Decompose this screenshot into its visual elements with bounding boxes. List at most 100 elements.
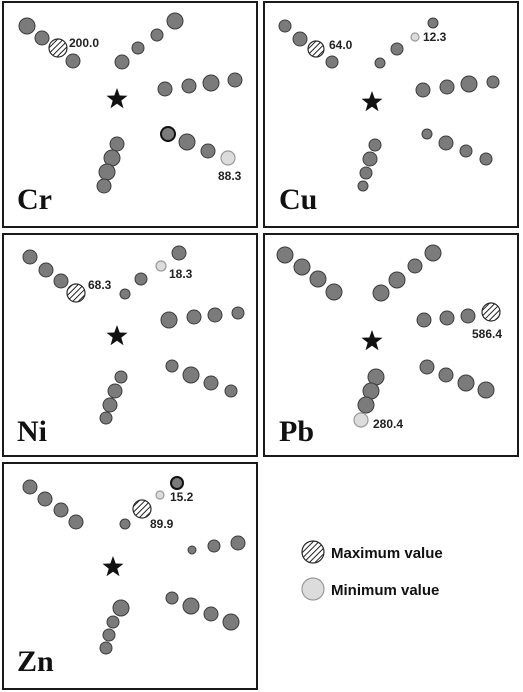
sample-point	[325, 55, 339, 69]
sample-point	[65, 53, 81, 69]
min-value-label: 15.2	[170, 490, 194, 504]
sample-point	[230, 535, 246, 551]
panel-pb: 586.4 280.4 Pb	[263, 233, 519, 457]
sample-point	[99, 411, 113, 425]
max-value-label: 586.4	[472, 327, 502, 341]
sample-points	[276, 244, 495, 414]
max-value-label: 200.0	[69, 36, 99, 50]
max-value-point	[132, 499, 152, 519]
min-value-point	[353, 412, 369, 428]
min-value-label: 18.3	[169, 267, 193, 281]
max-value-point	[481, 302, 501, 322]
sample-point	[374, 57, 386, 69]
sample-point	[293, 258, 311, 276]
element-label: Zn	[17, 645, 54, 678]
sample-point	[390, 42, 404, 56]
min-value-label: 12.3	[423, 30, 447, 44]
sample-point	[200, 143, 216, 159]
legend-item-max: Maximum value	[301, 540, 443, 564]
sample-point	[157, 81, 173, 97]
sample-point	[109, 136, 125, 152]
sample-point	[112, 599, 130, 617]
sample-point	[207, 307, 223, 323]
sample-point	[160, 126, 176, 142]
sample-point	[309, 270, 327, 288]
panel-zn: 89.9 15.2 Zn	[2, 462, 258, 690]
sample-point	[171, 245, 187, 261]
sample-point	[486, 75, 500, 89]
max-value-point	[66, 283, 86, 303]
sample-point	[18, 17, 36, 35]
source-star-icon	[106, 325, 128, 346]
sample-point	[325, 283, 343, 301]
sample-point	[96, 178, 112, 194]
sample-point	[439, 79, 455, 95]
sample-point	[165, 591, 179, 605]
sample-point	[368, 138, 382, 152]
sample-point	[186, 309, 202, 325]
sample-point	[53, 273, 69, 289]
sample-point	[22, 249, 38, 265]
sample-point	[292, 31, 308, 47]
sample-point	[114, 370, 128, 384]
sample-point	[203, 375, 219, 391]
element-label: Cu	[279, 183, 317, 216]
sample-point	[170, 476, 184, 490]
sample-point	[203, 606, 219, 622]
sample-point	[424, 244, 442, 262]
min-value-label: 88.3	[218, 169, 242, 183]
min-value-point	[155, 260, 167, 272]
sample-point	[439, 310, 455, 326]
panel-ni: 68.3 18.3 Ni	[2, 233, 258, 457]
legend-min-swatch-icon	[301, 577, 325, 601]
sample-point	[477, 381, 495, 399]
sample-point	[166, 12, 184, 30]
sample-point	[181, 78, 197, 94]
sample-point	[182, 597, 200, 615]
sample-point	[119, 518, 131, 530]
sample-point	[276, 246, 294, 264]
sample-point	[416, 312, 432, 328]
sample-point	[202, 74, 220, 92]
legend-max-swatch-icon	[301, 540, 325, 564]
sample-point	[160, 311, 178, 329]
element-label: Pb	[279, 415, 314, 448]
sample-point	[165, 359, 179, 373]
sample-point	[460, 75, 478, 93]
sample-point	[131, 41, 145, 55]
sample-point	[362, 151, 378, 167]
sample-point	[222, 613, 240, 631]
sample-point	[68, 514, 84, 530]
sample-point	[106, 615, 120, 629]
sample-point	[227, 72, 243, 88]
sample-point	[22, 479, 38, 495]
source-star-icon	[361, 330, 383, 351]
sample-point	[438, 135, 454, 151]
min-value-point	[155, 490, 165, 500]
sample-point	[388, 271, 406, 289]
source-star-icon	[102, 556, 124, 577]
sample-point	[119, 288, 131, 300]
panel-cr: 200.0 88.3 Cr	[2, 1, 258, 228]
sample-point	[114, 54, 130, 70]
sample-point	[102, 628, 116, 642]
sample-point	[99, 641, 113, 655]
sample-point	[207, 539, 221, 553]
sample-point	[457, 374, 475, 392]
sample-point	[102, 397, 118, 413]
sample-point	[182, 366, 200, 384]
sample-points	[18, 12, 243, 194]
sample-point	[37, 491, 53, 507]
sample-point	[107, 383, 123, 399]
panel-cu: 64.0 12.3 Cu	[263, 1, 519, 228]
sample-point	[134, 272, 148, 286]
sample-point	[224, 384, 238, 398]
min-value-label: 280.4	[373, 417, 403, 431]
min-value-point	[410, 32, 420, 42]
sample-point	[479, 152, 493, 166]
source-star-icon	[361, 91, 383, 112]
sample-point	[359, 166, 373, 180]
sample-point	[407, 258, 423, 274]
sample-point	[438, 367, 454, 383]
sample-point	[178, 133, 196, 151]
